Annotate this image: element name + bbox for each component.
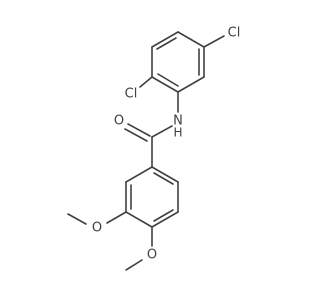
- bond: [151, 76, 179, 93]
- atom-h: H: [173, 126, 182, 140]
- bond-c-cl-top: [203, 35, 225, 48]
- double-bond-inner: [153, 209, 174, 222]
- bond: [151, 211, 179, 228]
- bond: [125, 166, 153, 183]
- bond: [125, 211, 153, 228]
- atom-cl-left: Cl: [125, 87, 138, 102]
- bond-c-cl-left: [139, 76, 153, 88]
- bond: [177, 76, 205, 93]
- bond-carbonyl-double-2: [124, 128, 148, 142]
- dichlorophenyl-ring: [151, 31, 205, 93]
- atom-o-methoxy-3: O: [92, 221, 102, 236]
- bond-o-methyl-4: [125, 259, 143, 271]
- double-bond-inner: [153, 172, 174, 185]
- double-bond-inner: [156, 37, 177, 50]
- atom-n: N: [173, 114, 183, 129]
- bond: [151, 31, 179, 48]
- atom-o-carbonyl: O: [114, 114, 124, 129]
- molecule-canvas: Cl Cl N H O O O: [67, 25, 241, 271]
- bond: [151, 166, 179, 183]
- atom-o-methoxy-4: O: [147, 248, 157, 263]
- structure-diagram: Cl Cl N H O O O: [67, 26, 241, 271]
- bond-n-carbonyl: [151, 125, 173, 138]
- double-bond-inner: [157, 73, 179, 87]
- dimethoxyphenyl-ring: [125, 166, 179, 228]
- bond-o-methyl-3: [67, 213, 87, 225]
- bond-c3-o: [106, 211, 127, 224]
- atom-cl-top: Cl: [228, 26, 241, 41]
- bond: [177, 31, 205, 48]
- bond-carbonyl-double-1: [127, 123, 151, 137]
